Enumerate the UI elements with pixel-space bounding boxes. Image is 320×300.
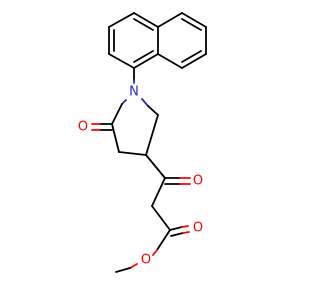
bond bbox=[157, 12, 183, 28]
bond-ester-co-double bbox=[182, 231, 190, 234]
bond-c3-c4 bbox=[118, 151, 147, 156]
bond-o-methyl bbox=[129, 263, 138, 269]
ketone-oxygen-label: O bbox=[193, 174, 203, 189]
bond-ch2-ester bbox=[151, 205, 171, 231]
bond-ketone-ch2 bbox=[151, 177, 166, 207]
bond-n-c2 bbox=[141, 98, 149, 107]
bond bbox=[133, 12, 159, 28]
bond-o-methyl bbox=[115, 267, 131, 273]
lactam-oxygen-label: O bbox=[78, 120, 88, 135]
pyrrolidinone-ring bbox=[91, 98, 159, 156]
molecule-structure: N O O O O bbox=[78, 12, 207, 273]
bond-ester-o bbox=[152, 249, 158, 256]
bond bbox=[157, 53, 183, 69]
structure-canvas: N O O O O bbox=[78, 12, 207, 273]
bond-double-inner bbox=[133, 18, 154, 31]
bond bbox=[108, 12, 135, 28]
bond-n-c5 bbox=[111, 103, 123, 125]
ester-carbonyl-oxygen-label: O bbox=[193, 221, 203, 236]
nitrogen-label: N bbox=[129, 85, 139, 100]
bond-ester-co bbox=[169, 226, 183, 231]
bond-c3-ketone bbox=[145, 154, 166, 179]
bond-ester-co bbox=[181, 225, 189, 228]
bond bbox=[181, 12, 207, 28]
bond-c4-c5 bbox=[111, 123, 120, 153]
bond bbox=[133, 53, 159, 69]
bond-ester-o bbox=[156, 229, 171, 251]
bond-double-inner bbox=[181, 50, 202, 63]
naphthalene-left-ring bbox=[108, 12, 159, 69]
bond-double-inner bbox=[133, 50, 154, 63]
bond bbox=[181, 53, 207, 69]
bond-n-c2 bbox=[147, 105, 159, 116]
naphthalene-right-ring bbox=[157, 12, 207, 69]
bond-c2-c3 bbox=[145, 114, 159, 156]
bond-double-inner bbox=[181, 18, 202, 31]
side-chain bbox=[115, 154, 191, 273]
bond bbox=[108, 53, 135, 69]
bond-ester-co-double bbox=[170, 232, 184, 237]
bond-n-c5 bbox=[121, 99, 127, 105]
ester-ether-oxygen-label: O bbox=[141, 253, 151, 268]
